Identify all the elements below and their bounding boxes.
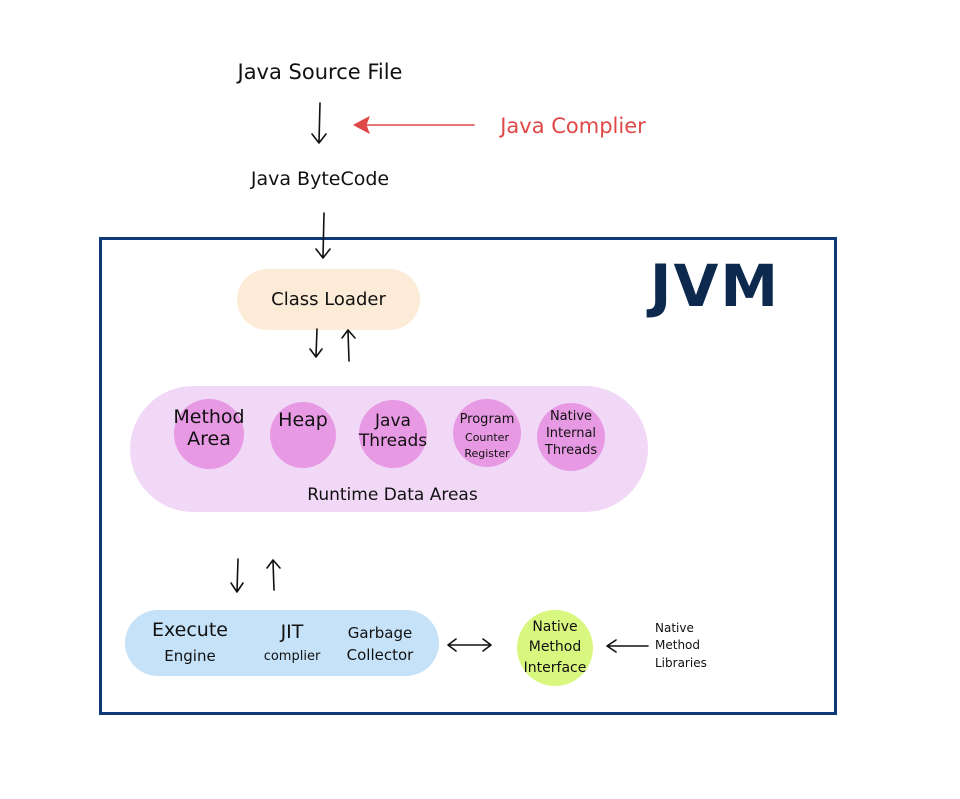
- jvm-container: [99, 237, 837, 715]
- native-internal-threads-circle: [537, 403, 605, 471]
- java-compiler-label: Java Complier: [500, 114, 646, 138]
- execution-engine-box: [125, 610, 439, 676]
- heap-label: Heap: [278, 409, 328, 431]
- native-method-interface-label: Native Method Interface: [523, 619, 587, 676]
- arrow-compiler-head: [352, 115, 370, 135]
- program-counter-register-circle: [453, 399, 521, 467]
- garbage-collector-label: Garbage Collector: [346, 624, 414, 664]
- execute-engine-label: Execute Engine: [152, 619, 228, 666]
- native-method-interface-circle: [517, 610, 593, 686]
- jit-compiler-label: JIT complier: [263, 621, 321, 665]
- java-bytecode-label: Java ByteCode: [250, 168, 390, 190]
- java-threads-circle: [359, 400, 427, 468]
- native-internal-threads-label: Native Internal Threads: [544, 409, 598, 458]
- class-loader-label: Class Loader: [271, 289, 386, 310]
- arrow-source-to-bytecode: [311, 102, 327, 144]
- java-source-file-label: Java Source File: [237, 60, 403, 84]
- jvm-title: JVM: [649, 252, 781, 320]
- native-method-libraries-label: Native Method Libraries: [655, 621, 707, 670]
- class-loader-box: [237, 269, 420, 330]
- method-area-label: Method Area: [173, 406, 245, 450]
- heap-circle: [270, 402, 336, 468]
- runtime-data-areas-label: Runtime Data Areas: [307, 485, 478, 505]
- program-counter-register-label: Program Counter Register: [459, 412, 515, 460]
- java-threads-label: Java Threads: [358, 411, 428, 451]
- method-area-circle: [174, 399, 244, 469]
